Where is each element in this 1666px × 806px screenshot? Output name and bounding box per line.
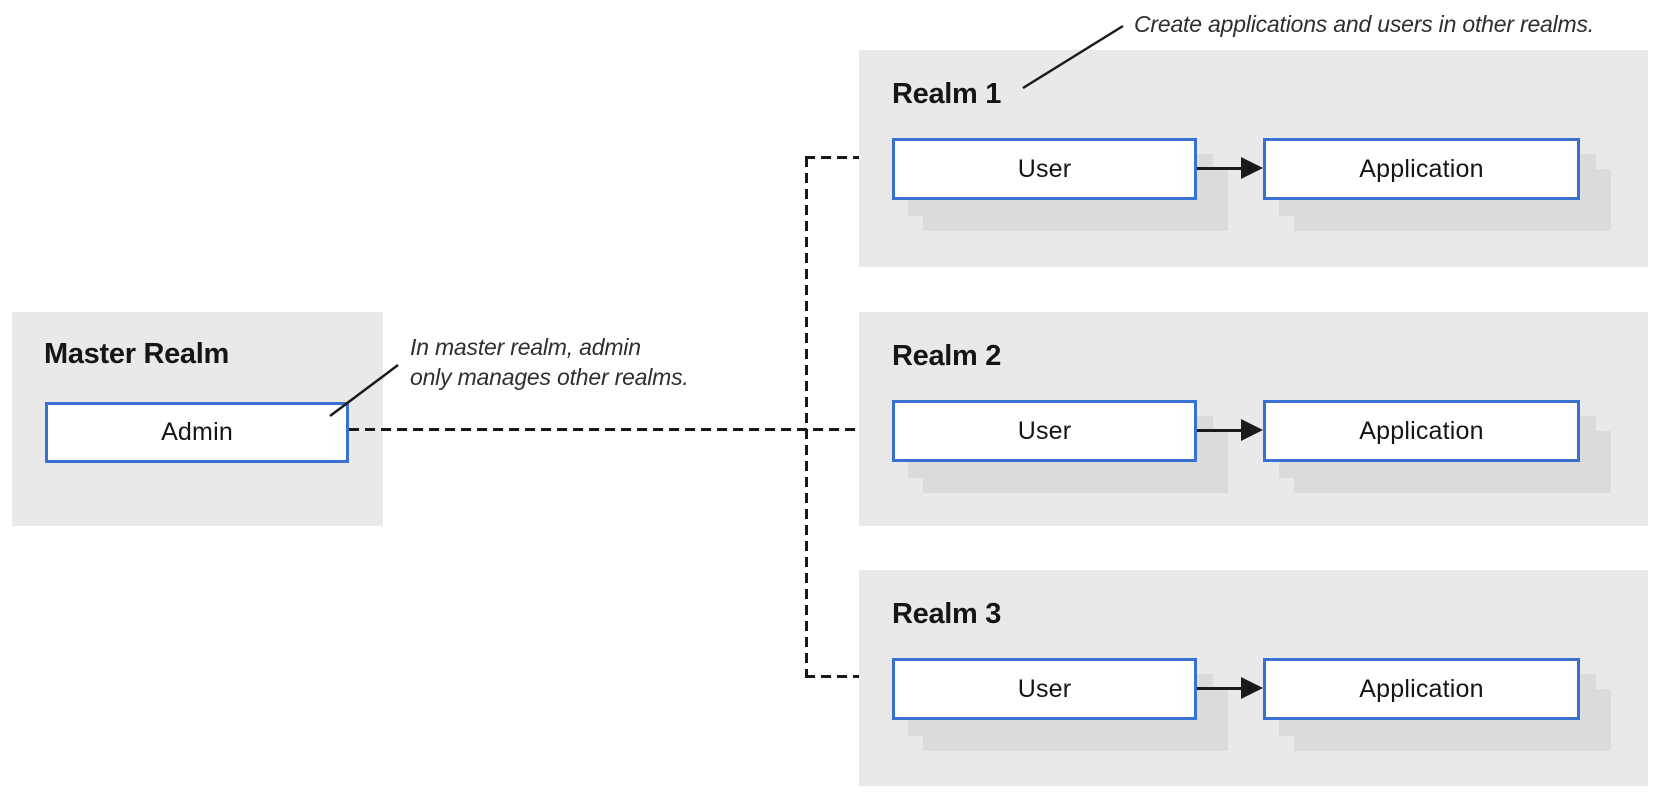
connector-vertical-dash: [805, 157, 808, 678]
connector-admin-main-dash: [349, 428, 857, 431]
admin-box-label: Admin: [161, 418, 233, 446]
realm-1-user-box: User: [892, 138, 1197, 200]
realm-2-user-box: User: [892, 400, 1197, 462]
realm-2-application-box: Application: [1263, 400, 1580, 462]
realm-1-title: Realm 1: [892, 78, 1002, 110]
realm-3-arrow-shaft: [1197, 687, 1243, 690]
realm-1-user-label: User: [1017, 154, 1072, 183]
realm-3-application-label: Application: [1359, 674, 1484, 703]
master-realm-title: Master Realm: [44, 338, 229, 370]
realm-2-arrow-head-icon: [1241, 419, 1263, 441]
realm-3-panel: Realm 3 User Application: [859, 570, 1648, 786]
realm-2-panel: Realm 2 User Application: [859, 312, 1648, 526]
annotation-middle-line1: In master realm, admin: [410, 334, 641, 360]
realm-2-arrow-shaft: [1197, 429, 1243, 432]
realm-1-application-label: Application: [1359, 154, 1484, 183]
annotation-top-text: Create applications and users in other r…: [1134, 11, 1594, 37]
realm-3-application-box: Application: [1263, 658, 1580, 720]
realm-3-arrow-head-icon: [1241, 677, 1263, 699]
admin-box: Admin: [45, 402, 349, 463]
annotation-middle-line2: only manages other realms.: [410, 364, 689, 390]
realm-2-user-label: User: [1017, 416, 1072, 445]
realm-1-application-box: Application: [1263, 138, 1580, 200]
realm-3-title: Realm 3: [892, 598, 1002, 630]
realm-1-arrow-shaft: [1197, 167, 1243, 170]
annotation-middle-text: In master realm, admin only manages othe…: [410, 332, 689, 392]
realm-1-panel: Realm 1 User Application: [859, 50, 1648, 267]
realm-2-application-label: Application: [1359, 416, 1484, 445]
connector-branch-realm3-dash: [805, 675, 859, 678]
realm-3-user-box: User: [892, 658, 1197, 720]
realm-2-title: Realm 2: [892, 340, 1002, 372]
realm-1-arrow-head-icon: [1241, 157, 1263, 179]
connector-branch-realm1-dash: [805, 156, 859, 159]
master-realm-panel: Master Realm Admin: [12, 312, 383, 526]
realm-3-user-label: User: [1017, 674, 1072, 703]
